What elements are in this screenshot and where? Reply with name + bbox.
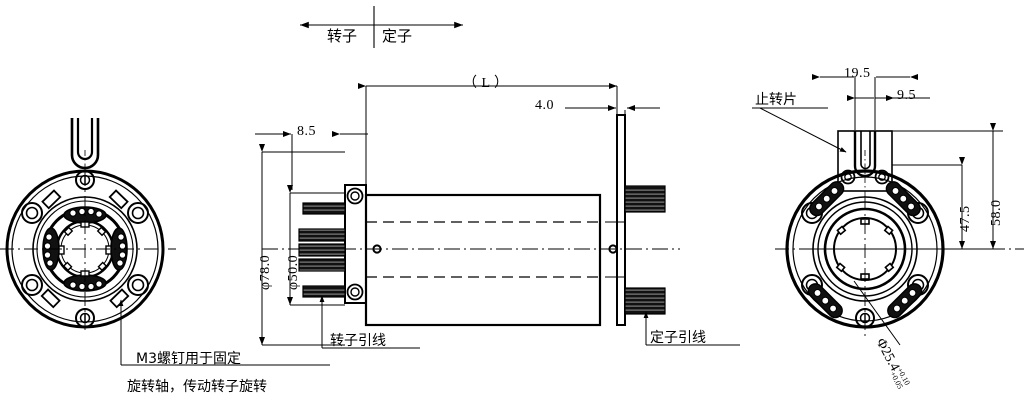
dim-outer-diameter	[259, 144, 345, 346]
rotor-lead-leader	[319, 295, 420, 349]
label-rotor-lead: 转子引线	[330, 333, 386, 349]
rotor-stator-axis-indicator	[300, 6, 463, 48]
dim-end-plate-label: 4.0	[535, 98, 554, 113]
label-m3-screw-note-line2: 旋转轴，传动转子旋转	[127, 379, 267, 395]
label-anti-rotation-tab: 止转片	[755, 92, 797, 108]
stator-lead-leader	[643, 311, 740, 346]
m3-screw-leader	[118, 299, 330, 366]
dim-length-label: （ L ）	[463, 76, 509, 91]
dim-front-offset-label: 8.5	[297, 124, 316, 139]
right-end-face-view	[775, 130, 1024, 336]
dim-tab-widths	[812, 74, 930, 130]
dim-inner-diameter	[287, 185, 345, 306]
anti-rotation-leader	[752, 107, 847, 153]
label-rotor: 转子	[327, 27, 358, 45]
dim-tab-height-outer-label: 58.0	[989, 199, 1004, 227]
dim-tab-width-outer-label: 19.5	[844, 66, 871, 81]
label-stator: 定子	[382, 27, 413, 45]
label-m3-screw-note-line1: M3螺钉用于固定	[136, 351, 241, 367]
center-section-view	[262, 114, 680, 327]
dim-end-plate	[565, 105, 660, 120]
dim-tab-height-inner-label: 47.5	[958, 205, 973, 233]
bore-diameter-leader	[853, 280, 901, 346]
dim-tab-width-inner-label: 9.5	[897, 88, 916, 103]
dim-length	[358, 83, 618, 185]
dim-inner-diameter-label: φ50.0	[286, 254, 301, 290]
label-stator-lead: 定子引线	[650, 330, 706, 346]
left-end-face-view	[0, 118, 176, 330]
dim-tab-heights	[800, 123, 1003, 250]
dim-front-offset	[255, 131, 368, 190]
dim-outer-diameter-label: φ78.0	[258, 254, 273, 290]
